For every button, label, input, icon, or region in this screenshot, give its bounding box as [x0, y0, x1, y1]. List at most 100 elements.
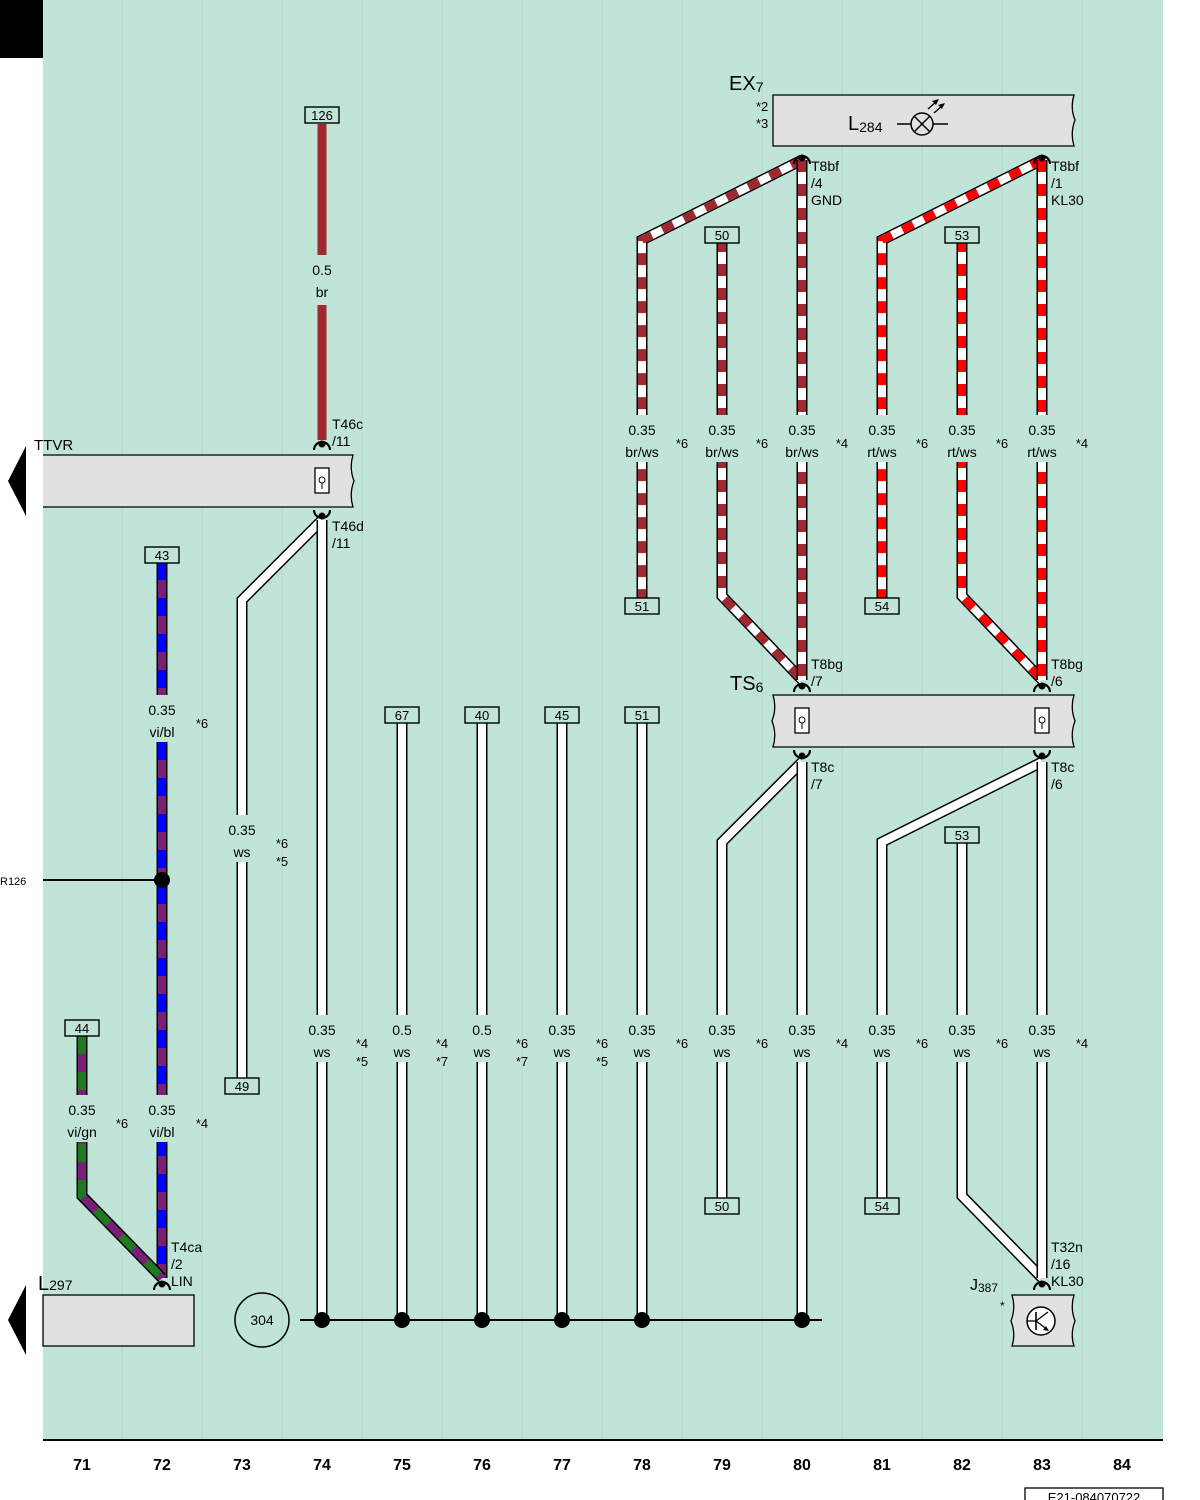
- wire-note: *5: [276, 854, 288, 869]
- wire-color: br/ws: [785, 444, 818, 460]
- bus-junction-dot: [314, 1312, 330, 1328]
- wire-note: *6: [676, 1036, 688, 1051]
- connector-label-t8bg-6: T8bg/6: [1051, 656, 1083, 689]
- label-gap: [702, 415, 742, 462]
- ttvr-component-box: [43, 454, 355, 508]
- wire-color: br/ws: [705, 444, 738, 460]
- connector-line: KL30: [1051, 192, 1084, 208]
- wire-rt-ws-81: [876, 155, 1045, 606]
- wire-br-ws-79: [716, 240, 806, 684]
- wire-vi-gn-71: [76, 1036, 166, 1282]
- label-gaps: [62, 255, 1062, 1142]
- wire-note: *6: [516, 1036, 528, 1051]
- connector-line: T46d: [332, 518, 364, 534]
- connector-labels: T8bf/4GNDT8bf/1KL30T46c/11T46d/11T8bg/7T…: [171, 158, 1084, 1289]
- footer-id-box: [1024, 1487, 1164, 1500]
- ts6-label: TS6: [730, 673, 764, 695]
- label-gap: [142, 1095, 182, 1142]
- ground-point-label: 304: [250, 1312, 274, 1328]
- reference-label: 54: [875, 599, 889, 614]
- connector-line: KL30: [1051, 1273, 1084, 1289]
- wire-size: 0.35: [148, 1102, 175, 1118]
- wire-color: ws: [952, 1044, 970, 1060]
- wire-br-ws-78: [636, 155, 805, 606]
- label-gap: [622, 1015, 662, 1062]
- column-number: 77: [553, 1457, 571, 1474]
- reference-label: 53: [955, 228, 969, 243]
- wire-size: 0.5: [312, 262, 332, 278]
- j387-label: J387: [970, 1277, 998, 1295]
- wire-ws-79-base: [718, 759, 805, 1206]
- connector-line: /6: [1051, 776, 1063, 792]
- label-gap: [382, 1015, 422, 1062]
- wire-note: *4: [836, 436, 848, 451]
- wire-color: ws: [712, 1044, 730, 1060]
- footer-id: E21-084070722: [1048, 1490, 1141, 1500]
- wire-color: ws: [872, 1044, 890, 1060]
- wire-size: 0.35: [228, 822, 255, 838]
- wire-note: *4: [196, 1116, 208, 1131]
- wire-ws-81: [876, 757, 1045, 1206]
- connector-terminals: [152, 154, 1052, 1291]
- wire-note: *6: [756, 1036, 768, 1051]
- wire-label: 0.35 br/ws *6: [705, 422, 768, 460]
- wire-note: *6: [756, 436, 768, 451]
- terminal-icon: [1032, 682, 1052, 693]
- reference-label: 45: [555, 708, 569, 723]
- label-gap: [782, 1015, 822, 1062]
- terminal-icon: [1032, 749, 1052, 760]
- wire-ws-81-base: [878, 758, 1044, 1206]
- wire-ws-79: [716, 758, 806, 1206]
- reference-box: 43: [144, 546, 180, 564]
- connector-line: GND: [811, 192, 842, 208]
- wire-size: 0.35: [708, 422, 735, 438]
- terminal-icon: [312, 509, 332, 520]
- wire-size: 0.35: [548, 1022, 575, 1038]
- wire-note: *6: [676, 436, 688, 451]
- column-number: 81: [873, 1457, 891, 1474]
- label-gap: [942, 415, 982, 462]
- terminal-icon: [792, 749, 812, 760]
- reference-box: 51: [624, 597, 660, 615]
- wire-ws-73-base: [238, 517, 325, 1086]
- reference-box: 44: [64, 1019, 100, 1037]
- label-gap: [142, 695, 182, 742]
- wire-size: 0.35: [308, 1022, 335, 1038]
- label-gap: [942, 1015, 982, 1062]
- reference-label: 51: [635, 599, 649, 614]
- wire-rt-ws-82: [956, 240, 1046, 684]
- column-number: 74: [313, 1457, 331, 1474]
- column-number: 73: [233, 1457, 251, 1474]
- reference-label: 51: [635, 708, 649, 723]
- reference-label: 54: [875, 1199, 889, 1214]
- wire-size: 0.35: [68, 1102, 95, 1118]
- r126-label: R126: [0, 876, 26, 888]
- wire-note: *4: [436, 1036, 448, 1051]
- wire-color: br/ws: [625, 444, 658, 460]
- column-number: 84: [1113, 1457, 1131, 1474]
- reference-box: 126: [304, 106, 340, 124]
- wire-size: 0.35: [868, 1022, 895, 1038]
- wire-note: *7: [516, 1054, 528, 1069]
- reference-box: 67: [384, 706, 420, 724]
- connector-line: T8bg: [1051, 656, 1083, 672]
- wire-color: vi/bl: [150, 1124, 175, 1140]
- wire-label: 0.5br: [312, 262, 332, 300]
- connector-line: /2: [171, 1256, 183, 1272]
- wire-size: 0.35: [948, 1022, 975, 1038]
- label-gap: [862, 1015, 902, 1062]
- connector-line: T4ca: [171, 1239, 202, 1255]
- lamp-l284-icon: [897, 99, 948, 136]
- j387-note: *: [1000, 1299, 1005, 1313]
- column-number: 71: [73, 1457, 91, 1474]
